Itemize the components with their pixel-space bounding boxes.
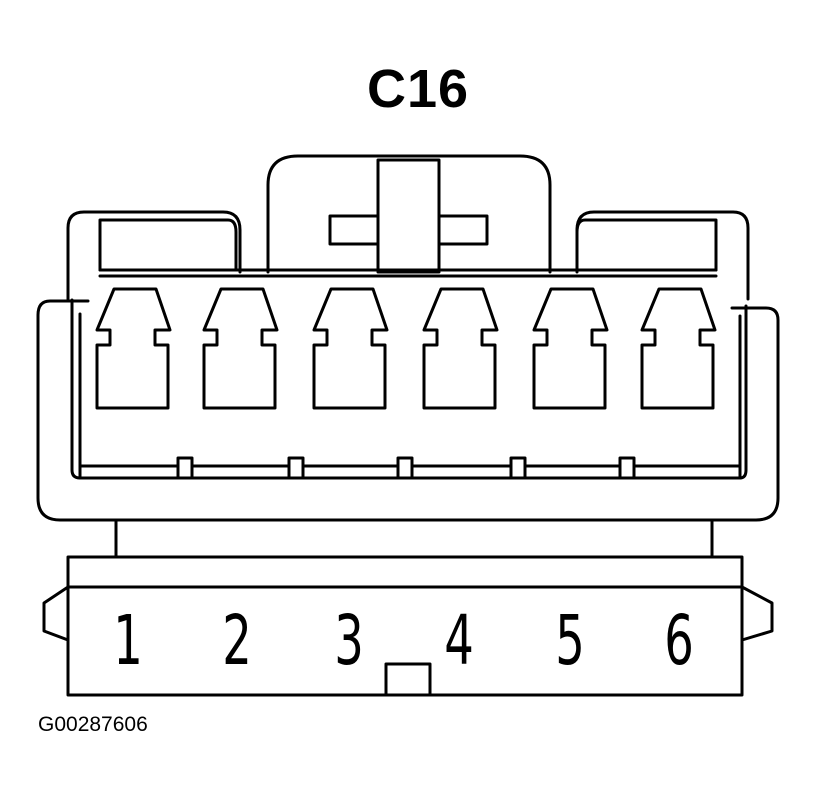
pin-number-6: 6: [664, 601, 694, 680]
pin-cavity-3: [312, 287, 389, 410]
terminal-tabs: [176, 456, 636, 480]
pin-cavity-1: [95, 287, 172, 410]
pin-number-5: 5: [555, 601, 585, 680]
pin-number-1: 1: [113, 601, 143, 680]
connector-top-latch: [266, 154, 552, 274]
connector-stems: [114, 518, 714, 559]
connector-lower-body: [42, 555, 774, 697]
pin-cavity-4: [422, 287, 499, 410]
pin-number-2: 2: [222, 601, 252, 680]
pin-cavity-2: [202, 287, 279, 410]
figure-code: G00287606: [38, 713, 148, 736]
pin-number-3: 3: [334, 601, 364, 680]
pin-cavity-5: [532, 287, 609, 410]
connector-title: C16: [366, 59, 470, 119]
connector-upper-housing: [66, 210, 750, 301]
connector-shroud: [36, 298, 780, 522]
pin-number-labels: 1 2 3 4 5 6: [113, 601, 694, 680]
pin-number-4: 4: [444, 601, 474, 680]
pin-cavity-6: [640, 287, 717, 410]
